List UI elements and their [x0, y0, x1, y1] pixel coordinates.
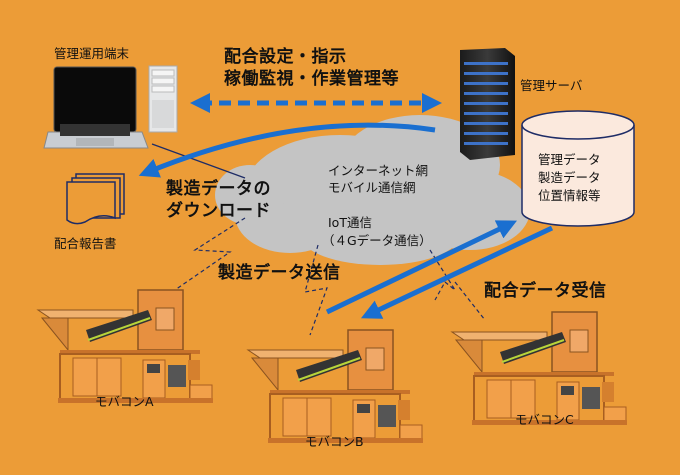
send-flow-label: 製造データ送信 — [218, 263, 341, 283]
database-line-2: 製造データ — [538, 170, 601, 185]
iot-line-1: IoT通信 — [328, 215, 372, 230]
receive-arrow — [360, 225, 554, 319]
iot-line-2: （４Gデータ通信） — [322, 233, 432, 248]
terminal-label: 管理運用端末 — [54, 46, 130, 61]
laptop-icon — [43, 66, 149, 149]
dashed-connectors — [174, 217, 486, 336]
network-line-2: モバイル通信網 — [328, 180, 416, 195]
send-arrow — [325, 220, 518, 315]
download-arrow — [138, 122, 436, 178]
download-flow-line-2: ダウンロード — [166, 201, 271, 221]
desktop-tower-icon — [148, 65, 178, 133]
machine-c-label: モバコンC — [515, 412, 574, 427]
download-flow-line-1: 製造データの — [166, 179, 271, 199]
settings-flow-line-2: 稼働監視・作業管理等 — [224, 69, 399, 89]
database-line-1: 管理データ — [538, 152, 601, 167]
database-cylinder-icon — [521, 110, 635, 227]
receive-flow-label: 配合データ受信 — [484, 281, 607, 301]
machine-a-label: モバコンA — [95, 394, 154, 409]
document-stack-icon — [66, 173, 125, 225]
server-label: 管理サーバ — [520, 78, 583, 93]
machine-c-icon — [451, 311, 628, 426]
network-line-1: インターネット網 — [328, 163, 429, 178]
database-line-3: 位置情報等 — [538, 188, 601, 203]
machine-b-icon — [247, 329, 424, 444]
machine-a-icon — [37, 289, 214, 404]
machine-b-label: モバコンB — [305, 434, 364, 449]
terminal-connector-line — [151, 143, 246, 179]
server-rack-icon — [460, 48, 515, 160]
settings-flow-line-1: 配合設定・指示 — [224, 47, 347, 67]
report-label: 配合報告書 — [54, 236, 117, 251]
